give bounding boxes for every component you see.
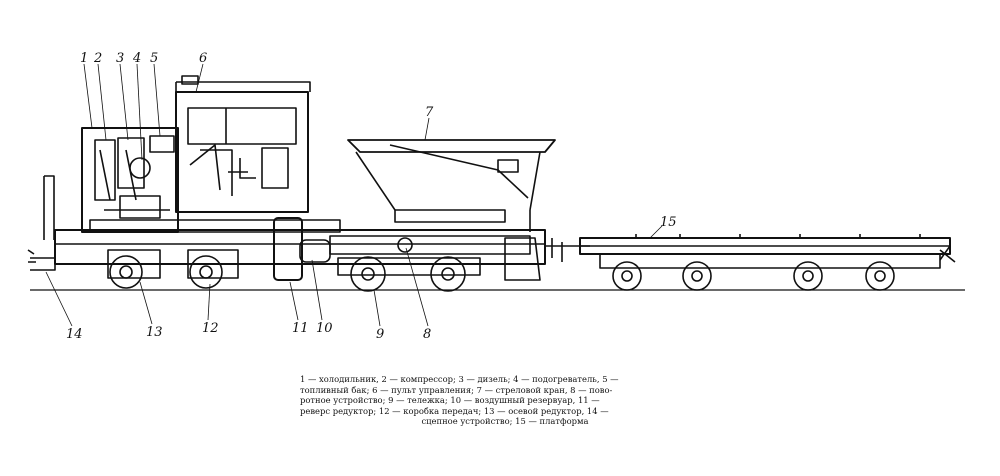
callout-12: 12 (202, 321, 219, 336)
callout-8: 8 (423, 327, 431, 342)
boom-crane (347, 139, 556, 232)
callout-3: 3 (116, 51, 124, 66)
caption-line: сцепное устройство; 15 — платформа (421, 416, 589, 427)
callout-7: 7 (425, 105, 434, 120)
reverse-reducer (273, 217, 303, 281)
callout-14: 14 (66, 327, 83, 342)
operator-cab (175, 75, 311, 213)
engine-compartment (81, 127, 179, 233)
caption-line: ротное устройство; 9 — тележка; 10 — воз… (300, 395, 600, 406)
callout-10: 10 (316, 321, 333, 336)
callout-15: 15 (660, 215, 677, 230)
callout-9: 9 (376, 327, 384, 342)
callout-2: 2 (93, 51, 102, 66)
bogie (337, 256, 481, 292)
caption-line: 1 — холодильник, 2 — компрессор; 3 — диз… (300, 374, 619, 384)
figure-caption: 1 — холодильник, 2 — компрессор; 3 — диз… (300, 374, 710, 427)
caption-line: топливный бак; 6 — пульт управления; 7 —… (300, 384, 613, 395)
callout-1: 1 (80, 51, 88, 66)
callout-4: 4 (132, 51, 141, 66)
callout-5: 5 (150, 51, 158, 66)
platform (579, 234, 956, 291)
caption-line: реверс редуктор; 12 — коробка передач; 1… (300, 405, 609, 416)
callout-numbers: 1 2 3 4 5 6 7 8 9 10 11 12 13 14 15 (66, 51, 677, 342)
gearbox (187, 249, 239, 279)
air-reservoir (299, 239, 331, 263)
callout-6: 6 (199, 51, 207, 66)
front-wheelset (109, 255, 223, 289)
leader-lines (45, 63, 663, 327)
drawbar (545, 238, 590, 262)
callout-11: 11 (292, 321, 309, 336)
callout-13: 13 (146, 325, 163, 340)
front-coupler (27, 175, 56, 271)
axle-reducer (107, 249, 161, 279)
